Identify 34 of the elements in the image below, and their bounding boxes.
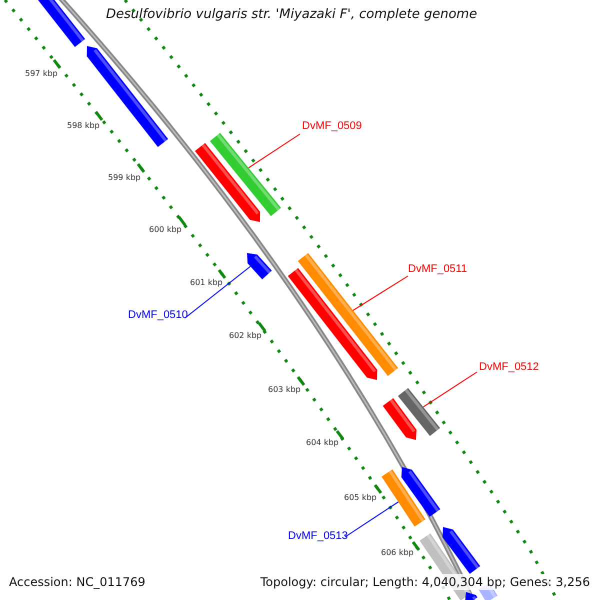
gene-feature <box>194 142 260 222</box>
position-label: 602 kbp <box>229 332 262 340</box>
gene-feature <box>442 527 480 574</box>
position-label: 603 kbp <box>268 386 301 394</box>
gene-feature <box>465 592 478 600</box>
gene-feature <box>382 469 426 527</box>
gene-feature <box>210 132 282 216</box>
leader-line <box>422 372 478 408</box>
position-label: 597 kbp <box>25 70 58 78</box>
position-label: 604 kbp <box>306 439 339 447</box>
gene-feature <box>86 46 168 147</box>
leader-line <box>352 276 408 311</box>
title: Desulfovibrio vulgaris str. 'Miyazaki F', complete genome <box>106 8 478 21</box>
leader-line <box>184 266 251 318</box>
gene-label: DvMF_0509 <box>302 121 362 132</box>
leader-line <box>344 501 399 538</box>
position-label: 598 kbp <box>67 122 100 130</box>
position-label: 600 kbp <box>149 226 182 234</box>
gene-label: DvMF_0513 <box>288 531 348 542</box>
gene-label: DvMF_0510 <box>128 310 188 321</box>
genome-info-text: Topology: circular; Length: 4,040,304 bp; Genes: 3,256 <box>258 574 592 590</box>
gene-feature <box>247 253 272 280</box>
position-label: 599 kbp <box>108 174 141 182</box>
leader-line <box>248 134 300 168</box>
gene-label: DvMF_0512 <box>479 362 539 373</box>
gene-feature <box>382 398 416 440</box>
gene-feature <box>401 467 440 517</box>
accession-text: Accession: NC_011769 <box>7 574 148 590</box>
position-label: 606 kbp <box>381 549 414 557</box>
position-label: 601 kbp <box>190 279 223 287</box>
gene-feature <box>398 388 440 436</box>
gene-feature <box>288 268 378 380</box>
gene-feature <box>298 253 398 376</box>
gene-label: DvMF_0511 <box>408 264 468 275</box>
